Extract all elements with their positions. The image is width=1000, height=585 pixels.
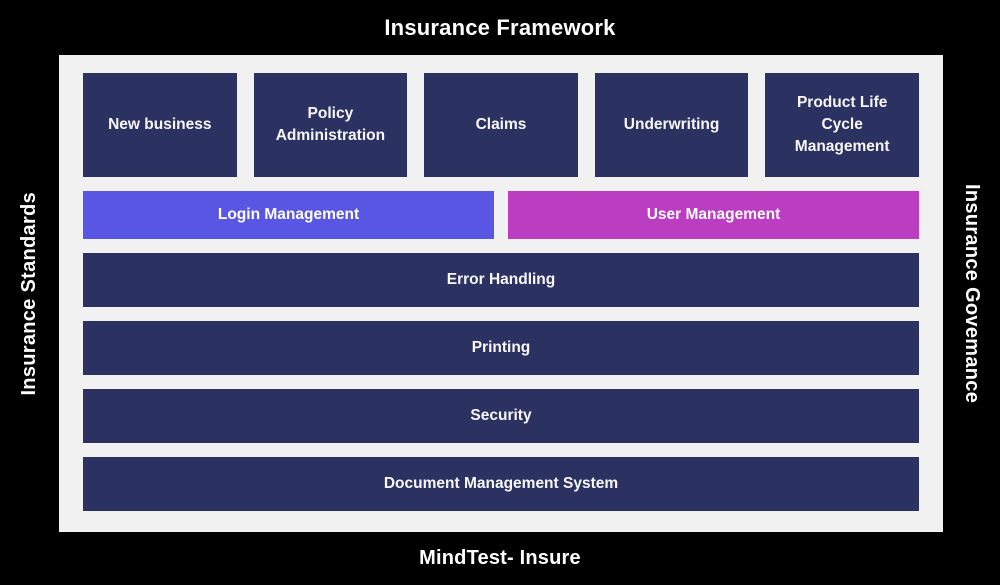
module-user-management: User Management xyxy=(508,191,919,239)
core-modules-row: New business Policy Administration Claim… xyxy=(83,73,919,177)
module-security: Security xyxy=(83,389,919,443)
diagram-footer-title: MindTest- Insure xyxy=(419,547,581,569)
module-claims: Claims xyxy=(424,73,578,177)
module-error-handling: Error Handling xyxy=(83,253,919,307)
diagram-title: Insurance Framework xyxy=(384,14,616,40)
left-rail: Insurance Standards xyxy=(0,55,59,532)
module-new-business: New business xyxy=(83,73,237,177)
framework-panel: New business Policy Administration Claim… xyxy=(59,55,943,532)
module-document-management-system: Document Management System xyxy=(83,457,919,511)
management-modules-row: Login Management User Management xyxy=(83,191,919,239)
module-login-management: Login Management xyxy=(83,191,494,239)
right-rail: Insurance Govemance xyxy=(943,55,1000,532)
module-underwriting: Underwriting xyxy=(594,73,749,177)
module-printing: Printing xyxy=(83,321,919,375)
left-rail-label: Insurance Standards xyxy=(18,191,40,396)
module-product-life-cycle-management: Product Life Cycle Management xyxy=(765,73,919,177)
right-rail-label: Insurance Govemance xyxy=(961,183,983,404)
module-policy-administration: Policy Administration xyxy=(253,73,408,177)
